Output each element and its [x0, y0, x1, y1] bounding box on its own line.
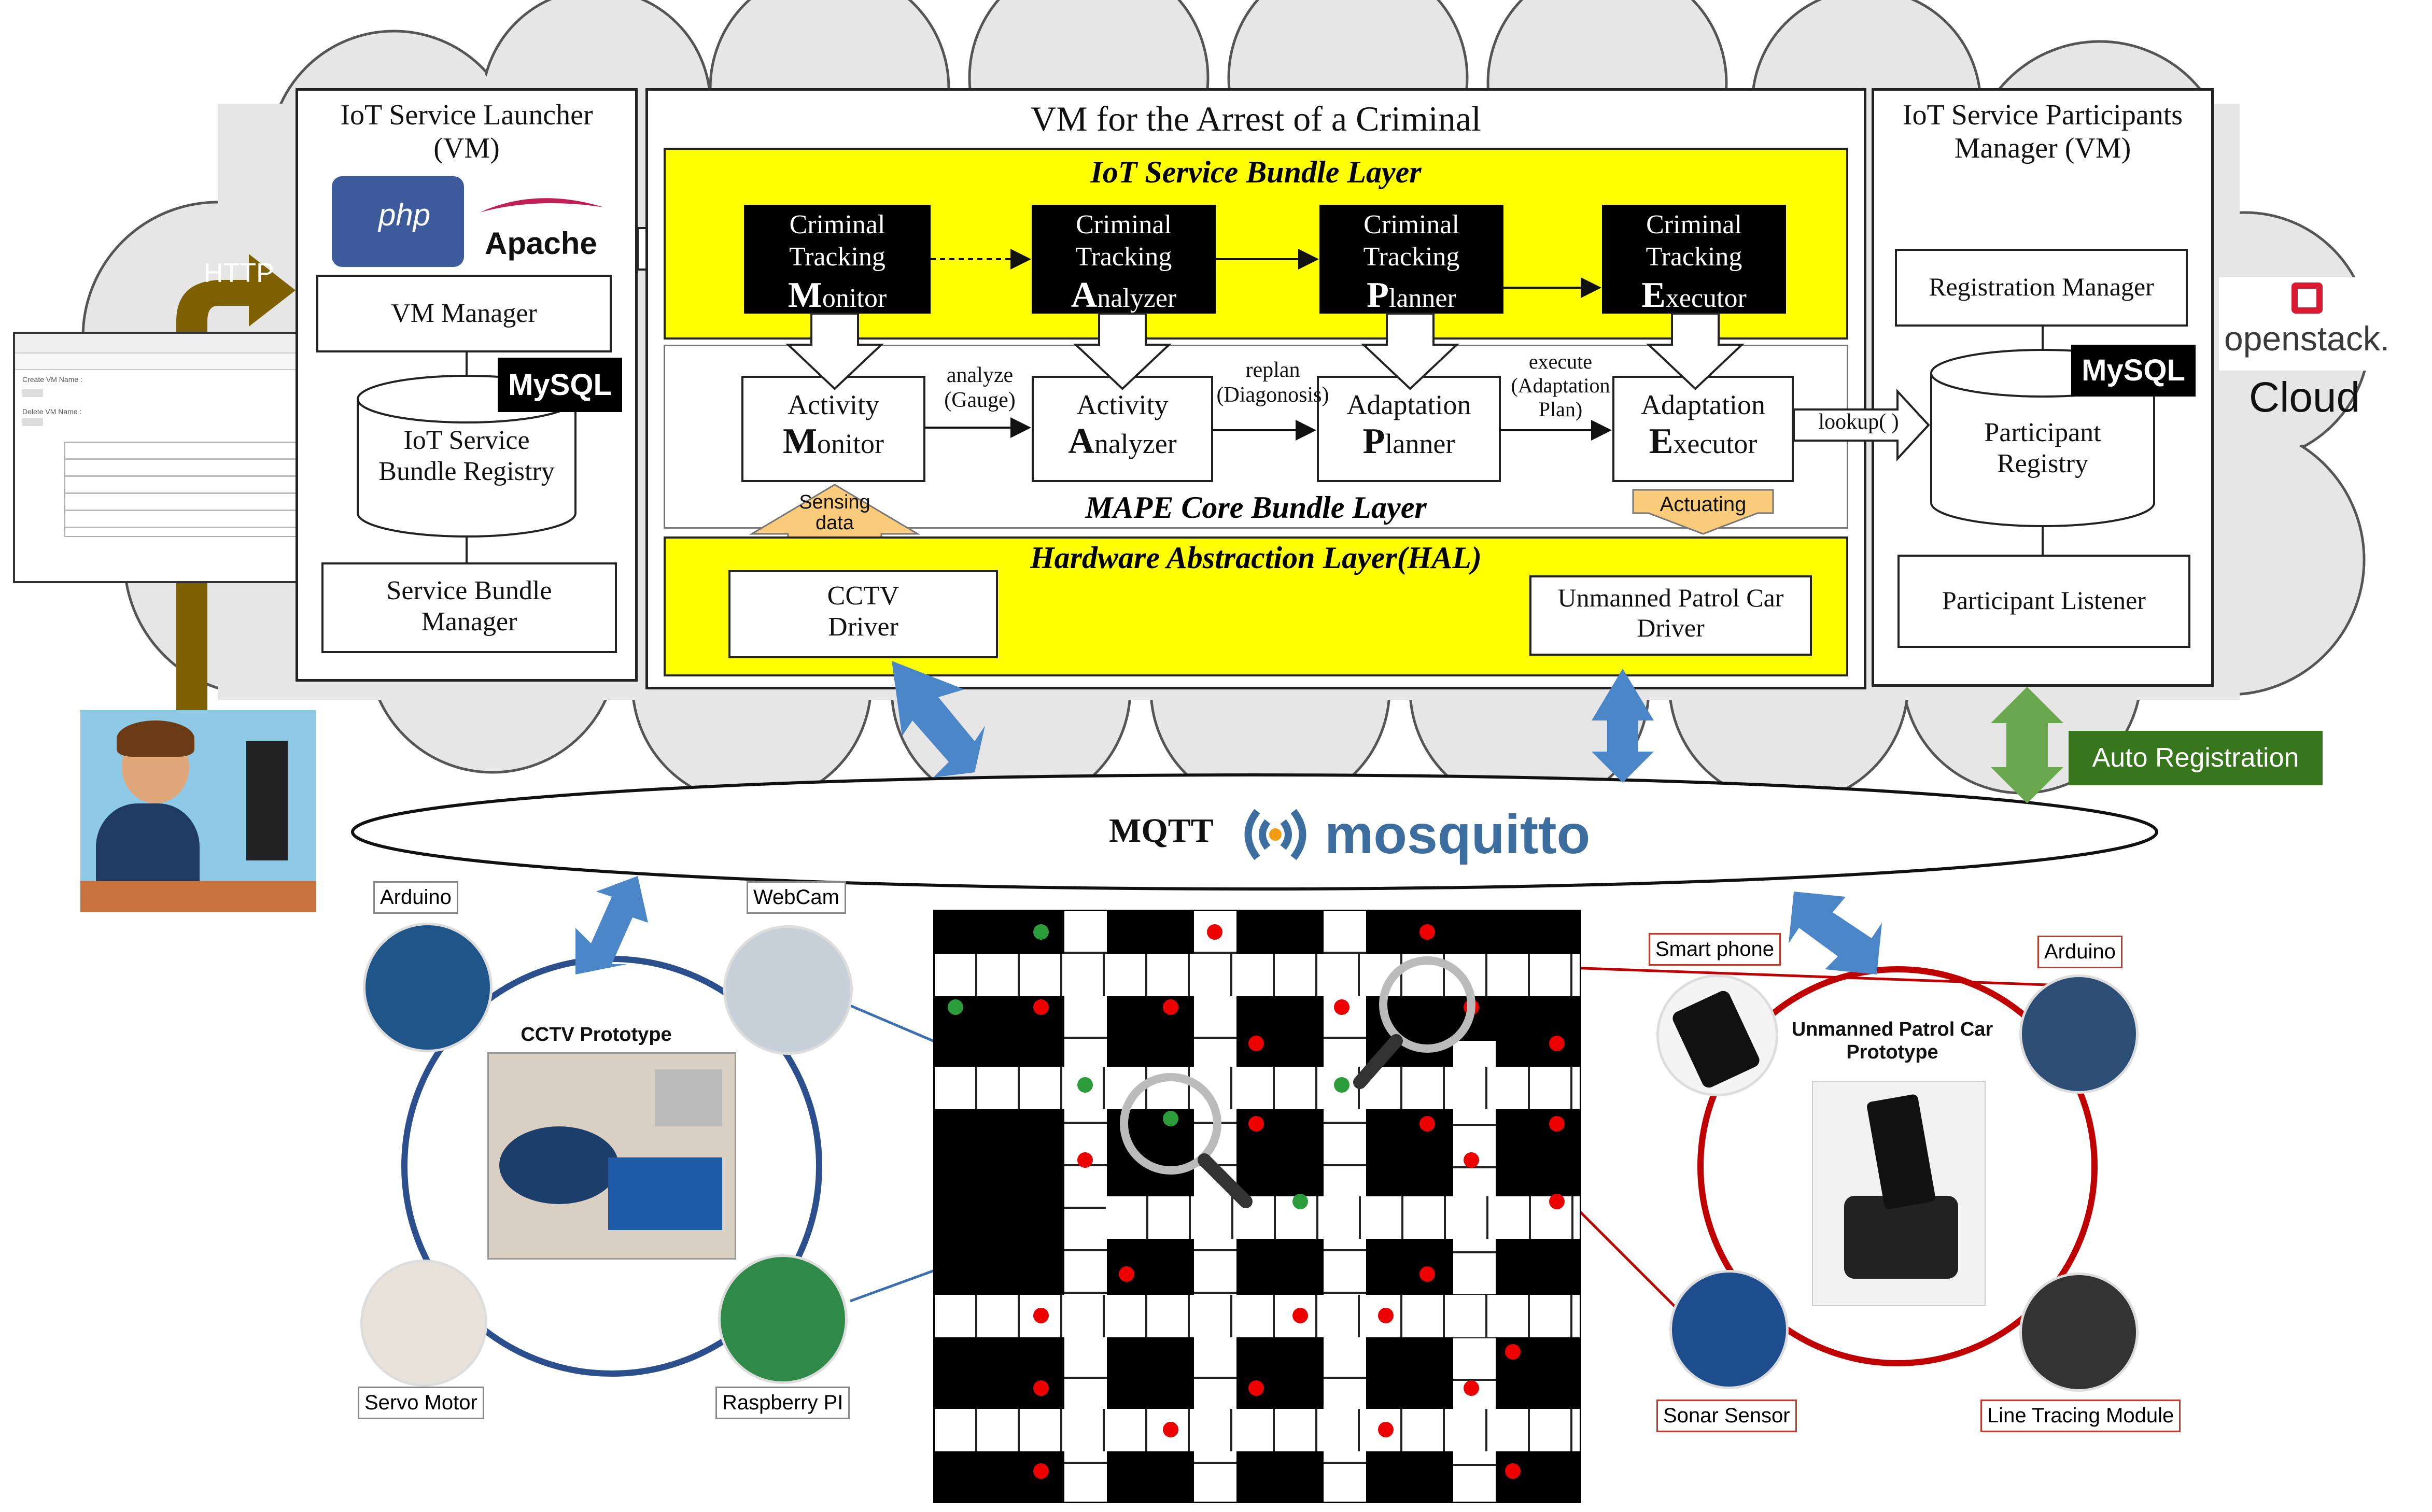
bundle-manager-box — [321, 562, 617, 653]
replan-label: replan(Diagonosis) — [1216, 358, 1329, 407]
create-vm-label: Create VM Name : — [22, 375, 82, 384]
delete-vm-label: Delete VM Name : — [22, 407, 82, 416]
mqtt-broker-ellipse — [351, 773, 2158, 891]
smartphone-photo — [1656, 974, 1778, 1096]
participant-listener — [1897, 555, 2190, 648]
participant-listener-label: Participant Listener — [1942, 586, 2146, 615]
analyze-label: analyze(Gauge) — [944, 363, 1016, 413]
actuating-label: Actuating — [1660, 493, 1747, 516]
raspberry-photo — [718, 1254, 848, 1384]
sonar-label: Sonar Sensor — [1656, 1400, 1797, 1432]
auto-registration-badge: Auto Registration — [2069, 731, 2323, 785]
webcam-label: WebCam — [747, 881, 846, 914]
car-prototype-photo — [1812, 1081, 1986, 1306]
developer-illustration — [80, 710, 316, 912]
cctv-prototype-photo — [487, 1052, 736, 1260]
arduino-photo — [363, 923, 493, 1052]
vm-manager-label: VM Manager — [391, 299, 537, 328]
patrol-car-driver — [1529, 575, 1812, 656]
cctv-driver — [728, 570, 998, 658]
car-arduino-label: Arduino — [2037, 936, 2122, 968]
openstack-logo: openstack. — [2219, 277, 2390, 371]
php-logo: php — [332, 176, 464, 267]
city-grid-map — [933, 910, 1581, 1503]
apache-logo: Apache — [474, 192, 612, 261]
sonar-photo — [1669, 1270, 1789, 1389]
bundle-manager-label: Service Bundle Manager — [386, 576, 552, 637]
bundle-layer-title: IoT Service Bundle Layer — [1090, 155, 1422, 189]
servo-photo — [360, 1260, 487, 1387]
car-arduino-photo — [2019, 974, 2139, 1094]
cloud-label: Cloud — [2248, 374, 2360, 421]
participants-title: IoT Service Participants Manager (VM) — [1902, 99, 2183, 165]
vm-manager-box — [316, 275, 612, 352]
mqtt-label: MQTT — [1109, 812, 1214, 850]
line-tracing-photo — [2019, 1273, 2139, 1392]
registration-manager — [1895, 249, 2188, 327]
activity-monitor — [741, 376, 925, 482]
hal-title: Hardware Abstraction Layer(HAL) — [1030, 541, 1482, 575]
webcam-photo — [723, 925, 853, 1055]
launcher-title: IoT Service Launcher (VM) — [340, 99, 593, 165]
launcher-mysql-badge: MySQL — [498, 358, 622, 412]
smartphone-label: Smart phone — [1649, 933, 1781, 966]
vm-title: VM for the Arrest of a Criminal — [1031, 99, 1481, 138]
mosquitto-logo: mosquitto — [1234, 798, 1590, 871]
browser-window: Create VM Name : Delete VM Name : — [13, 332, 340, 583]
lookup-label: lookup( ) — [1818, 410, 1899, 434]
participants-mysql-badge: MySQL — [2071, 345, 2196, 397]
line-tracing-label: Line Tracing Module — [1980, 1400, 2181, 1432]
car-ring — [1697, 966, 2098, 1366]
cctv-prototype-title: CCTV Prototype — [521, 1024, 672, 1045]
registration-manager-label: Registration Manager — [1929, 272, 2154, 301]
mape-layer-title: MAPE Core Bundle Layer — [1085, 490, 1427, 525]
raspberry-label: Raspberry PI — [715, 1387, 850, 1419]
arduino-label: Arduino — [373, 881, 458, 914]
http-label: HTTP — [204, 258, 274, 288]
bundle-registry-label: IoT Service Bundle Registry — [378, 426, 555, 486]
servo-label: Servo Motor — [358, 1387, 484, 1419]
